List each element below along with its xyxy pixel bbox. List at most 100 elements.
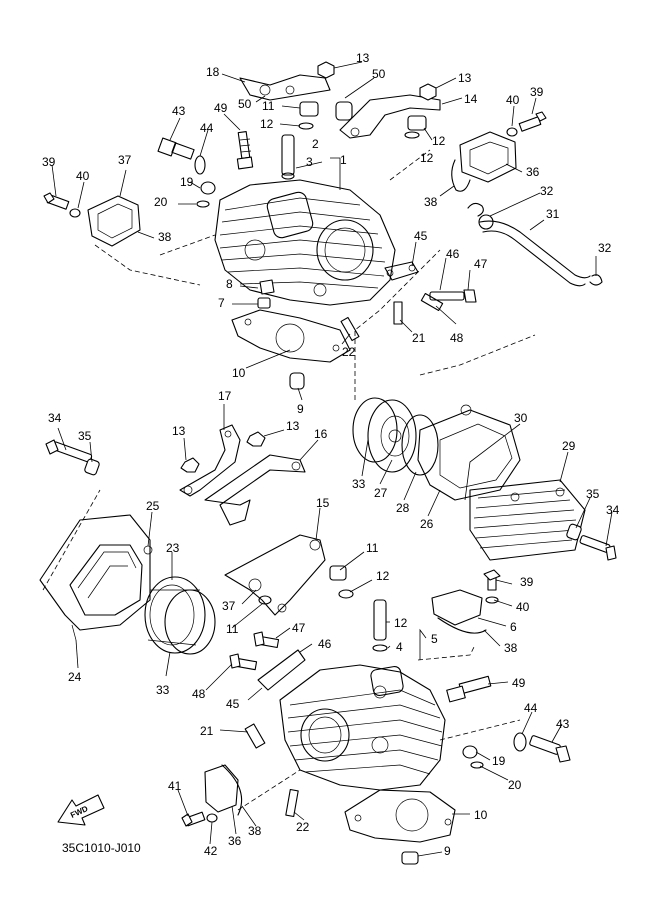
- callout-19: 19: [180, 175, 194, 189]
- callout-35: 35: [78, 429, 92, 443]
- callout-30: 30: [514, 411, 528, 425]
- breather-pipe: [467, 202, 603, 287]
- callout-40: 40: [76, 169, 90, 183]
- callout-25: 25: [146, 499, 160, 513]
- tappet-cover-rear-left: [87, 195, 201, 286]
- callout-40: 40: [516, 600, 530, 614]
- callout-23: 23: [166, 541, 180, 555]
- callout-40: 40: [506, 93, 520, 107]
- callout-15: 15: [316, 496, 330, 510]
- callout-17: 17: [218, 389, 232, 403]
- callout-10: 10: [474, 808, 488, 822]
- callout-22: 22: [342, 345, 356, 359]
- callout-49: 49: [512, 676, 526, 690]
- callout-43: 43: [172, 104, 186, 118]
- callout-9: 9: [444, 844, 451, 858]
- callout-38: 38: [504, 641, 518, 655]
- callout-9: 9: [297, 402, 304, 416]
- callout-44: 44: [200, 121, 214, 135]
- callout-33: 33: [156, 683, 170, 697]
- callout-14: 14: [464, 92, 478, 106]
- callout-41: 41: [168, 779, 182, 793]
- callout-13: 13: [458, 71, 472, 85]
- callout-45: 45: [226, 697, 240, 711]
- callout-20: 20: [508, 778, 522, 792]
- callout-37: 6: [510, 620, 517, 634]
- callout-36: 36: [228, 834, 242, 848]
- callout-12: 11: [226, 622, 239, 636]
- callout-8: 8: [226, 277, 233, 291]
- tappet-cover-rear-right: [451, 131, 517, 192]
- callout-48: 48: [450, 331, 464, 345]
- callout-12: 12: [420, 151, 434, 165]
- callout-13: 13: [172, 424, 186, 438]
- callout-16: 16: [314, 427, 328, 441]
- callout-39: 39: [42, 155, 56, 169]
- callout-12: 12: [432, 134, 446, 148]
- callout-13: 13: [286, 419, 300, 433]
- callout-37: 37: [118, 153, 132, 167]
- callout-7: 7: [218, 296, 225, 310]
- callout-1: 1: [340, 153, 347, 167]
- engine-bracket-14: [339, 94, 441, 139]
- carburetor-joint-26-30: [417, 404, 521, 501]
- callout-50: 50: [238, 97, 252, 111]
- callout-24: 24: [68, 670, 82, 684]
- callout-39: 39: [520, 575, 534, 589]
- callout-47: 47: [474, 257, 488, 271]
- callout-36: 36: [526, 165, 540, 179]
- callout-39: 39: [530, 85, 544, 99]
- callout-19: 19: [492, 754, 506, 768]
- callout-3: 3: [306, 155, 313, 169]
- cylinder-29: [469, 479, 586, 561]
- callout-34: 34: [48, 411, 62, 425]
- callout-4: 5: [431, 632, 438, 646]
- engine-bracket-16: [204, 454, 306, 526]
- callout-48: 48: [192, 687, 206, 701]
- engine-bracket-17: [179, 424, 241, 497]
- exhaust-cover: [39, 514, 153, 641]
- callout-12: 12: [376, 569, 390, 583]
- callout-49: 49: [214, 101, 228, 115]
- callout-11: 11: [262, 99, 275, 113]
- callout-46: 46: [318, 637, 332, 651]
- stud-bolt-left: [45, 439, 100, 476]
- callout-35: 35: [586, 487, 600, 501]
- spark-plug-rear: [236, 131, 254, 170]
- callout-20: 20: [154, 195, 168, 209]
- callout-11: 37: [222, 599, 236, 613]
- rear-cylinder-head: [214, 179, 396, 306]
- oil-plug-bolt-rear: [157, 137, 206, 175]
- callout-31: 31: [546, 207, 560, 221]
- callout-44: 44: [524, 701, 538, 715]
- callout-labels: 13 18 50 13 14 50 11 12 11 40 39 43 49 1…: [42, 51, 620, 858]
- callout-28: 28: [396, 501, 410, 515]
- callout-47: 47: [292, 621, 306, 635]
- callout-26: 26: [420, 517, 434, 531]
- callout-38: 38: [248, 824, 262, 838]
- spark-plug-front: [446, 675, 492, 703]
- engine-bracket-18: [239, 74, 331, 101]
- callout-13: 13: [356, 51, 370, 65]
- callout-5: 12: [394, 616, 408, 630]
- diagram-code: 35C1010-J010: [62, 841, 141, 855]
- callout-6: 4: [396, 640, 403, 654]
- callout-33: 33: [352, 477, 366, 491]
- engine-bracket-15: [224, 534, 326, 616]
- callout-22: 22: [296, 820, 310, 834]
- leader-lines: [51, 61, 613, 857]
- callout-2: 2: [312, 137, 319, 151]
- callout-50: 50: [372, 67, 386, 81]
- o-ring-28: [401, 414, 439, 476]
- fwd-arrow-icon: FWD: [57, 794, 105, 826]
- exhaust-joint: [144, 576, 216, 655]
- callout-11: 11: [366, 541, 379, 555]
- callout-32: 32: [540, 184, 554, 198]
- intake-joint-33-27: [352, 397, 417, 473]
- callout-32: 32: [598, 241, 612, 255]
- callout-38: 38: [158, 230, 172, 244]
- callout-38: 38: [424, 195, 438, 209]
- callout-18: 18: [206, 65, 220, 79]
- callout-34: 34: [606, 503, 620, 517]
- callout-45: 45: [414, 229, 428, 243]
